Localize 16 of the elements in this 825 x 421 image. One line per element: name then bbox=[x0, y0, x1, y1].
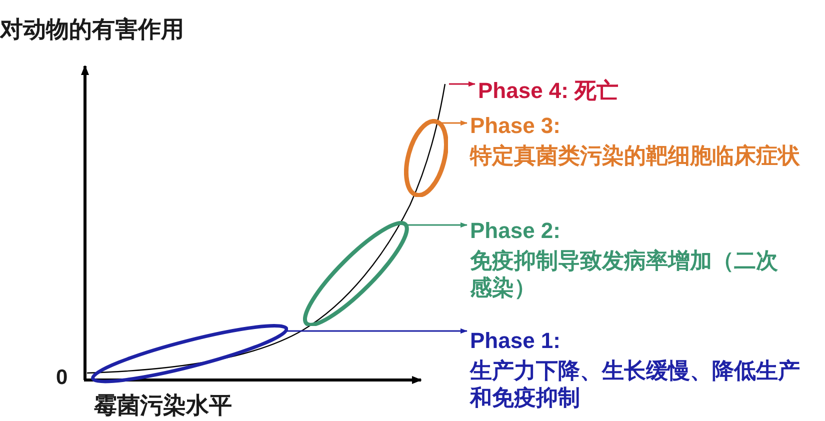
phase-heading: Phase 1: bbox=[470, 327, 560, 354]
highlight-ellipse bbox=[404, 118, 448, 198]
leader-arrow bbox=[439, 120, 468, 126]
phase-description: 生产力下降、生长缓慢、降低生产和免疫抑制 bbox=[470, 357, 801, 411]
highlight-ellipse bbox=[90, 324, 288, 384]
leader-arrow bbox=[406, 222, 468, 228]
leader-arrow bbox=[449, 81, 476, 87]
phase-heading: Phase 2: bbox=[470, 217, 560, 244]
phase-description: 免疫抑制导致发病率增加（二次感染） bbox=[470, 247, 779, 301]
phase-heading: Phase 3: bbox=[470, 112, 560, 139]
tick-label: 0 bbox=[56, 366, 68, 390]
highlight-ellipse bbox=[303, 220, 409, 326]
phase-description: 特定真菌类污染的靶细胞临床症状 bbox=[470, 142, 800, 169]
phase-label: Phase 4: 死亡 bbox=[478, 77, 678, 104]
leader-arrow bbox=[286, 328, 468, 334]
axis-title: 霉菌污染水平 bbox=[94, 391, 232, 420]
